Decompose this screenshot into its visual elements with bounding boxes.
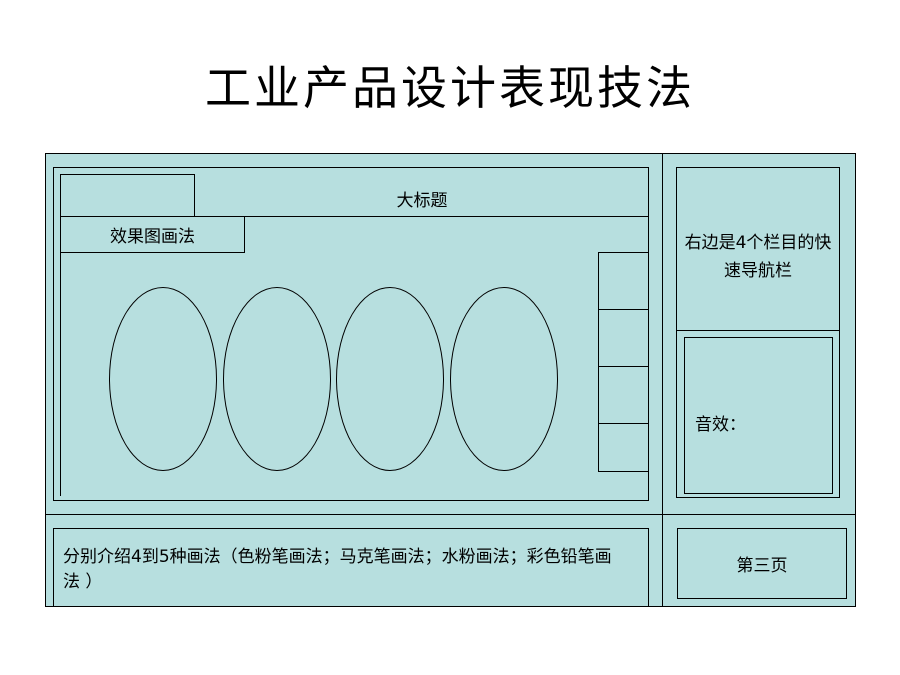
right-panel-split — [676, 330, 840, 331]
quick-nav-cell-3[interactable] — [598, 366, 649, 424]
quick-nav-cell-2[interactable] — [598, 309, 649, 367]
audio-label: 音效： — [695, 415, 746, 435]
quick-nav-cell-4[interactable] — [598, 423, 649, 472]
section-tab[interactable]: 效果图画法 — [60, 216, 245, 253]
nav-note: 右边是4个栏目的快速导航栏 — [684, 233, 832, 281]
right-panel-frame — [676, 167, 840, 498]
content-left-edge — [60, 174, 61, 496]
audio-box[interactable] — [684, 337, 833, 494]
header-title: 大标题 — [396, 190, 448, 211]
logo-area — [60, 174, 195, 217]
technique-oval-1[interactable] — [109, 287, 217, 471]
technique-oval-4[interactable] — [450, 287, 558, 471]
page-number: 第三页 — [677, 528, 847, 599]
description-box — [53, 528, 649, 607]
vertical-divider — [662, 153, 663, 607]
technique-oval-2[interactable] — [223, 287, 331, 471]
horizontal-divider — [45, 514, 856, 515]
page-title: 工业产品设计表现技法 — [205, 61, 695, 115]
quick-nav-cell-1[interactable] — [598, 252, 649, 310]
header-row-line — [60, 216, 649, 217]
technique-oval-3[interactable] — [336, 287, 444, 471]
description-text: 分别介绍4到5种画法（色粉笔画法；马克笔画法；水粉画法；彩色铅笔画法 ） — [63, 547, 612, 592]
